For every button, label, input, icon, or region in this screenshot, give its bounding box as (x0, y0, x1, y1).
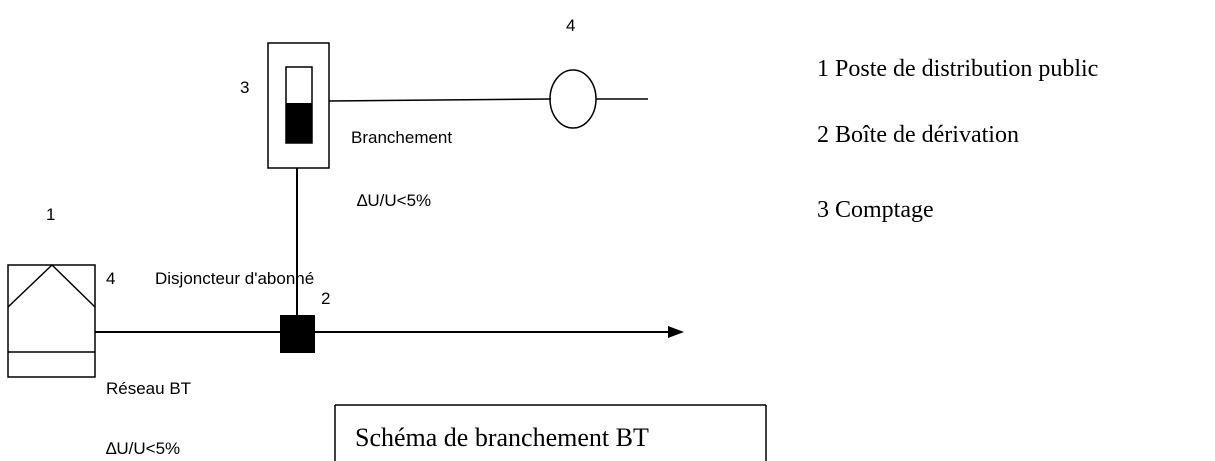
breaker-circle (549, 69, 597, 129)
legend-item-3: 3 Comptage (817, 197, 934, 223)
substation-symbol (7, 263, 96, 378)
label-3: 3 (240, 78, 249, 97)
label-1: 1 (46, 205, 55, 224)
label-disjoncteur: Disjoncteur d'abonné (155, 269, 314, 288)
label-voltage-drop-bottom: ∆U/U<5% (106, 439, 180, 458)
branch-line (328, 98, 552, 102)
substation-body (7, 264, 96, 378)
legend: 1 Poste de distribution public 2 Boîte d… (817, 56, 1098, 223)
meter-frame (267, 42, 330, 169)
caption-box: Schéma de branchement BT (334, 404, 767, 461)
label-4-left: 4 (106, 269, 115, 288)
network-arrow (668, 326, 684, 338)
legend-item-2: 2 Boîte de dérivation (817, 122, 1019, 148)
meter-fill (286, 103, 312, 143)
caption-title: Schéma de branchement BT (355, 423, 649, 452)
label-4-top: 4 (566, 16, 575, 35)
junction-box (280, 315, 315, 353)
legend-item-1: 1 Poste de distribution public (817, 56, 1098, 82)
meter-symbol (267, 42, 330, 169)
substation-roof (7, 263, 96, 308)
label-branchement: Branchement (351, 128, 452, 147)
label-2: 2 (321, 289, 330, 308)
label-reseau-bt: Réseau BT (106, 379, 191, 398)
label-voltage-drop-top: ∆U/U<5% (357, 191, 431, 210)
